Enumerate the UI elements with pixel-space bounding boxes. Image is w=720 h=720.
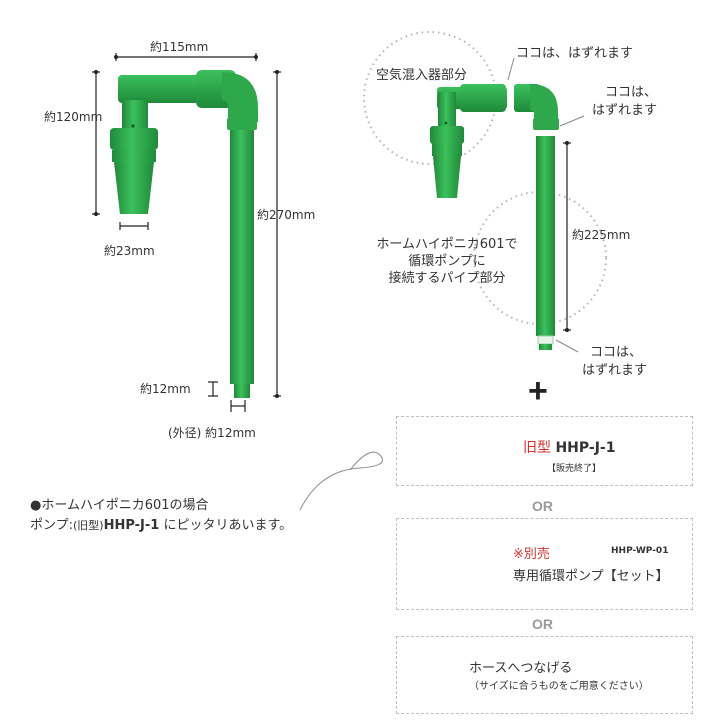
left-tip-label: 約12mm [140,382,191,396]
connect-line-3: 接続するパイプ部分 [388,271,506,286]
left-height-label: 約120mm [44,110,103,124]
note-model-name: HHP-J-1 [103,518,160,533]
option-old-pump-box: 旧型 HHP-J-1 【販売終了】 [396,416,693,486]
right-length-label: 約225mm [572,228,631,242]
option-hose-line1: ホースへつなげる [469,661,573,676]
detach-note-3-line2: はずれます [582,363,648,378]
option-hose-box: ホースへつなげる （サイズに合うものをご用意ください） [396,636,693,714]
option-old-pump-title: 旧型 HHP-J-1 [523,437,615,457]
callout-lines [299,57,585,511]
compatibility-note-line2: ポンプ:(旧型)HHP-J-1 にピッタリあいます。 [30,516,292,536]
right-pipe-assembly [363,31,607,350]
option-sold-separately: ※別売 [513,547,550,562]
air-mixer-label: 空気混入器部分 [376,68,468,83]
left-pipe-assembly [110,70,258,398]
connect-line-2: 循環ポンプに [408,254,486,269]
option-set-code: HHP-WP-01 [611,546,669,556]
option-old-prefix: 旧型 [523,440,551,456]
detach-note-2-line1: ココは、 [605,85,658,100]
left-diameter-label: 約23mm [104,244,155,258]
detach-note-2: ココは、 はずれます [592,84,657,120]
plus-sign: + [528,372,548,410]
detach-note-3-line1: ココは、 [590,345,643,360]
or-divider-2: OR [532,616,553,632]
detach-note-2-line2: はずれます [592,103,658,118]
left-dimension-lines [92,53,281,412]
note-old-model-tag: (旧型) [73,519,104,532]
left-width-label: 約115mm [150,40,209,54]
right-dimension-lines [563,142,571,331]
detach-note-1: ココは、はずれます [516,46,634,61]
detach-note-3: ココは、 はずれます [582,344,647,380]
compatibility-note-line1: ●ホームハイポニカ601の場合 [30,498,209,513]
left-outer-diameter-label: (外径) 約12mm [168,426,256,440]
or-divider-1: OR [532,498,553,514]
connect-pipe-description: ホームハイポニカ601で 循環ポンプに 接続するパイプ部分 [352,236,542,287]
option-set-name: 専用循環ポンプ【セット】 [513,569,669,584]
compatibility-note: ●ホームハイポニカ601の場合 ポンプ:(旧型)HHP-J-1 にピッタリあいま… [30,496,292,536]
note-suffix: にピッタリあいます。 [163,518,293,533]
option-old-model: HHP-J-1 [555,440,616,456]
option-old-status: 【販売終了】 [547,464,602,474]
note-pump-prefix: ポンプ: [30,518,73,533]
connect-line-1: ホームハイポニカ601で [376,237,518,252]
option-hose-line2: （サイズに合うものをご用意ください） [469,681,649,692]
option-set-pump-box: ※別売 HHP-WP-01 専用循環ポンプ【セット】 [396,518,693,610]
left-length-label: 約270mm [257,208,316,222]
